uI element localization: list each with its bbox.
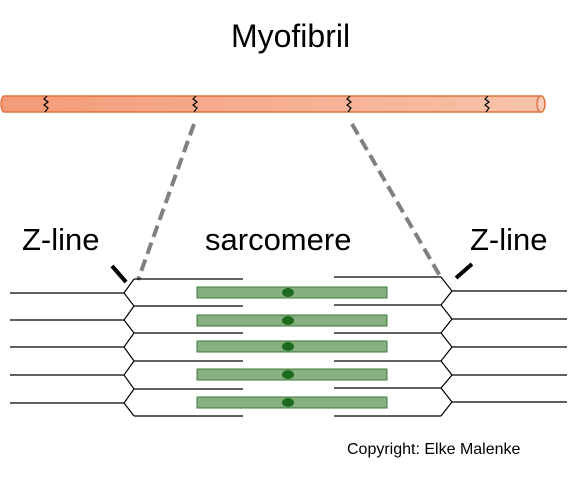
myofibril-tube	[0, 95, 546, 113]
m-line-dot	[282, 288, 294, 297]
m-line-dot	[282, 398, 294, 407]
diagram-title: Myofibril	[230, 18, 351, 54]
z-line-pointer-left	[110, 264, 128, 284]
thick-filaments	[196, 286, 388, 409]
sarcomere-label: sarcomere	[205, 222, 352, 257]
myofibril-z-mark-3	[346, 95, 352, 113]
copyright-notice: Copyright: Elke Malenke	[347, 441, 521, 458]
z-line-label-right: Z-line	[470, 222, 548, 257]
zoom-line-right	[350, 122, 442, 278]
myofibril-z-mark-2	[192, 95, 198, 113]
sarcomere-structure	[10, 276, 567, 417]
z-line-label-left: Z-line	[22, 222, 100, 257]
z-line-pointer-right	[454, 262, 474, 280]
myofibril-z-mark-4	[484, 95, 490, 113]
z-line-left	[123, 278, 135, 417]
myofibril-z-mark-1	[43, 95, 49, 113]
m-line-dot	[282, 342, 294, 351]
m-line-dot	[282, 316, 294, 325]
m-line-dot	[282, 370, 294, 379]
z-line-right	[440, 276, 453, 417]
zoom-line-left	[136, 123, 196, 281]
